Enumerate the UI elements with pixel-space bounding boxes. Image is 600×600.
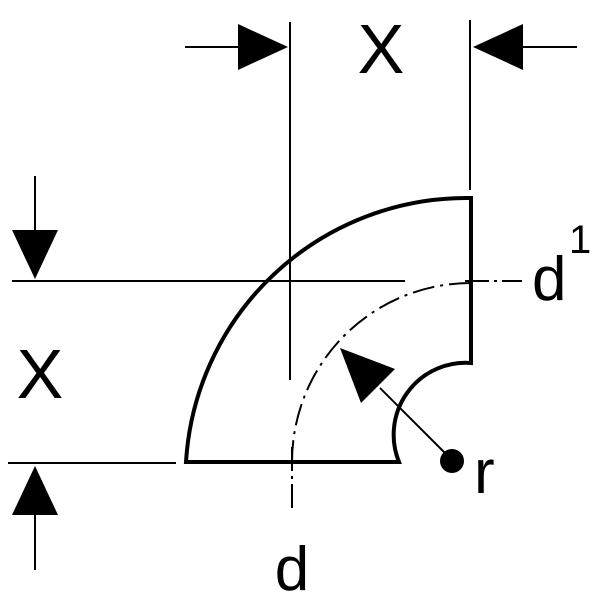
radius-leader-line: [379, 387, 454, 462]
radius-arrowhead: [340, 348, 395, 403]
elbow-outline: [183, 195, 473, 464]
radius-leader-dot: [440, 449, 464, 473]
top-left-arrowhead: [238, 24, 288, 70]
d1-label: d: [532, 245, 566, 314]
centerline-arc: [291, 282, 472, 463]
left-top-arrowhead: [12, 230, 58, 279]
d1-superscript: 1: [569, 218, 591, 262]
x-dimension-label-top: X: [358, 10, 405, 88]
d-label: d: [275, 535, 309, 600]
top-right-arrowhead: [473, 24, 523, 70]
r-label: r: [474, 438, 495, 507]
left-bottom-arrowhead: [12, 466, 58, 515]
x-dimension-label-left: X: [17, 335, 64, 413]
